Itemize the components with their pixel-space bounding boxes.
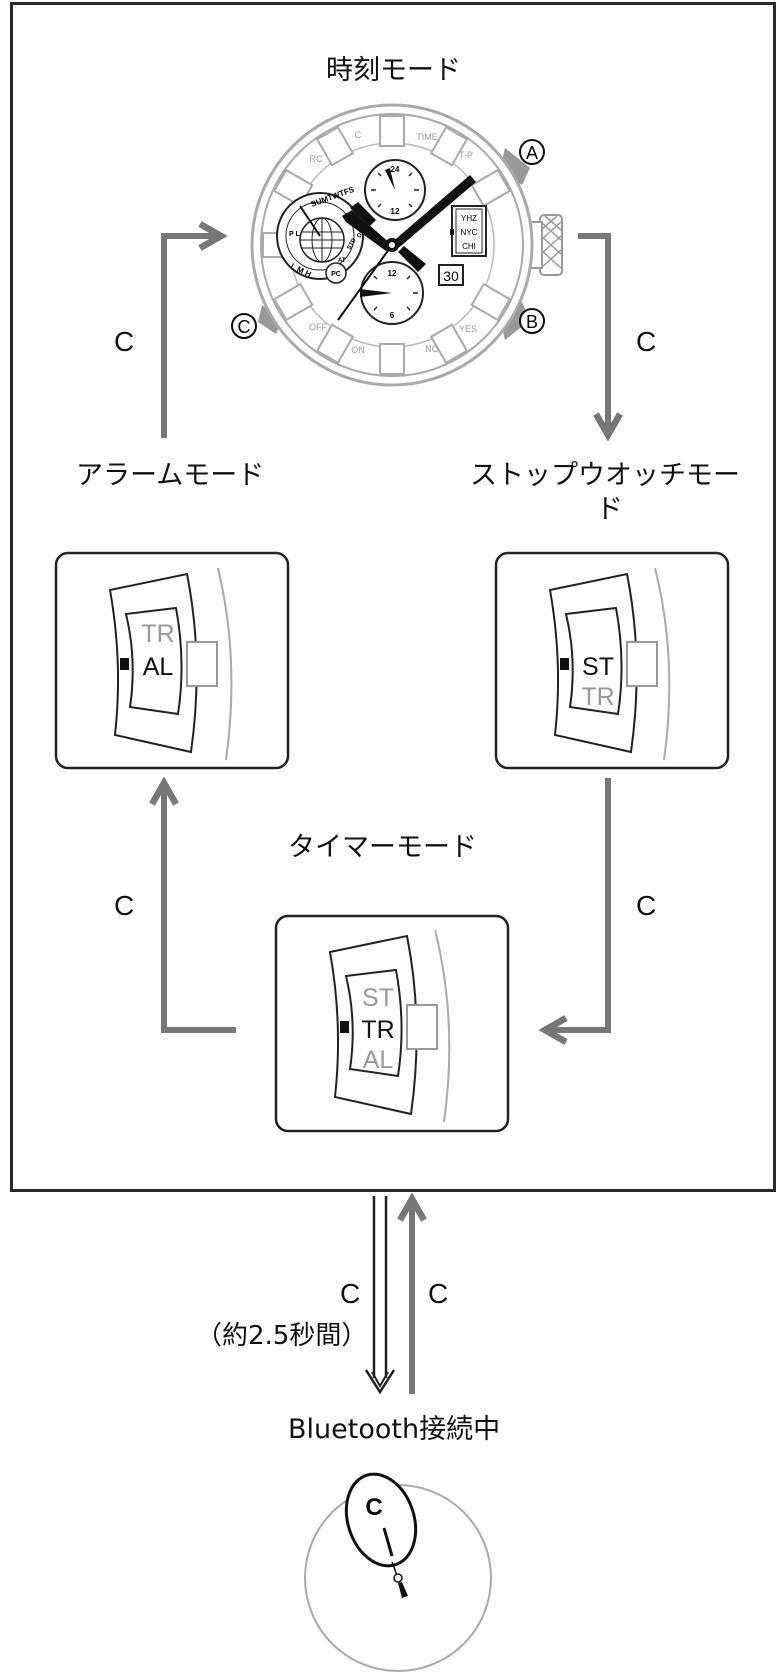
city-window: YHZ NYC CHI: [450, 205, 487, 257]
ring-off: OFF: [309, 322, 327, 332]
city-chi: CHI: [462, 242, 476, 251]
date-value: 30: [443, 268, 459, 284]
timer-tr: TR: [361, 1016, 394, 1044]
button-markers: A B C: [231, 139, 545, 339]
ring-no: NO: [425, 344, 439, 354]
sub-6: 6: [390, 311, 395, 320]
std-label: STD: [347, 237, 359, 251]
ring-time: TIME: [416, 132, 438, 142]
ring-c: C: [355, 130, 362, 140]
sub-dial-seconds: 12 6: [360, 261, 424, 325]
button-b-label: B: [526, 312, 538, 332]
ring-rc: RC: [310, 154, 323, 164]
at-label: AT: [338, 258, 346, 264]
date-window: 30: [438, 264, 464, 286]
bluetooth-dial: C: [304, 1472, 492, 1672]
ring-on: ON: [351, 345, 365, 355]
mode-label-time: 時刻モード: [326, 55, 461, 86]
timer-al: AL: [363, 1046, 394, 1074]
panel-stopwatch: ST TR: [494, 551, 730, 770]
transition-c-time-stopwatch: C: [636, 326, 657, 357]
mode-label-stopwatch-cont: ド: [596, 494, 623, 525]
panel-alarm: TR AL: [54, 551, 290, 770]
button-a-label: A: [526, 143, 538, 163]
alarm-al: AL: [143, 653, 174, 681]
mode-cycle-frame: [10, 2, 776, 1192]
city-yhz: YHZ: [461, 214, 477, 223]
sub-12: 12: [391, 207, 400, 216]
transition-c-timer-alarm: C: [114, 890, 135, 921]
transition-c-stopwatch-timer: C: [636, 890, 657, 921]
panel-timer: ST TR AL: [274, 914, 510, 1133]
ring-tp: T-P: [459, 150, 473, 160]
transition-c-alarm-time: C: [114, 326, 135, 357]
watch-illustration: C TIME T-P YES NO ON OFF RC 24 12: [250, 103, 563, 387]
pl-label: P L: [289, 231, 300, 238]
stopwatch-tr: TR: [581, 683, 614, 711]
city-nyc: NYC: [461, 228, 478, 237]
transition-c-from-bluetooth: C: [428, 1278, 449, 1309]
sub-dial-24h: 24 12: [364, 159, 426, 221]
arrow-timer-to-alarm: [164, 786, 236, 1033]
mode-label-alarm: アラームモード: [76, 460, 265, 491]
mode-label-timer: タイマーモード: [288, 832, 477, 863]
bt-hand-label: C: [365, 1494, 382, 1521]
ring-yes: YES: [459, 324, 477, 334]
sub-12b: 12: [388, 269, 397, 278]
timer-st: ST: [362, 984, 394, 1012]
arrow-to-bluetooth: [364, 1196, 396, 1395]
bluetooth-label: Bluetooth接続中: [288, 1414, 501, 1445]
arrow-stopwatch-to-timer: [548, 778, 611, 1030]
alarm-tr: TR: [141, 620, 174, 648]
main-hands: [337, 175, 476, 321]
pc-label: PC: [331, 271, 341, 278]
arrow-time-to-stopwatch: [578, 233, 608, 432]
mode-arrows: [164, 236, 608, 1394]
stopwatch-st: ST: [582, 653, 614, 681]
mode-label-stopwatch: ストップウオッチモー: [470, 460, 740, 491]
transition-note-hold: （約2.5秒間）: [196, 1321, 368, 1351]
button-c-label: C: [238, 317, 251, 337]
transition-c-to-bluetooth: C: [340, 1278, 361, 1309]
arrow-alarm-to-time: [161, 236, 218, 438]
sub-24: 24: [391, 165, 400, 174]
